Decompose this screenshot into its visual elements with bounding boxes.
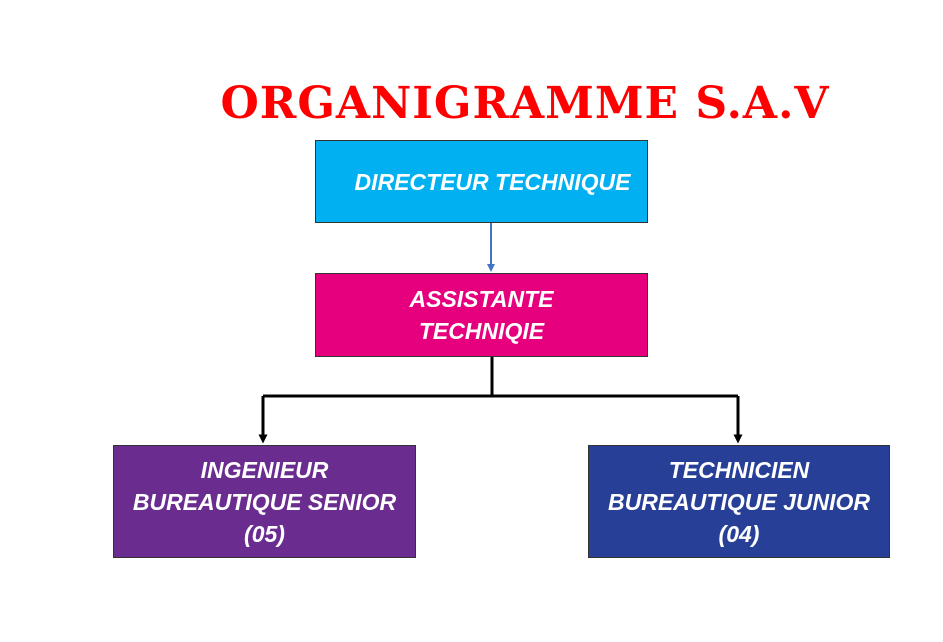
node-ingenieur-bureautique-senior: INGENIEUR BUREAUTIQUE SENIOR (05)	[113, 445, 416, 558]
node-label-line: BUREAUTIQUE SENIOR	[132, 488, 397, 515]
node-count: (04)	[718, 520, 760, 547]
node-label-line: INGENIEUR	[200, 456, 329, 483]
node-label-line: TECHNIQIE	[418, 318, 545, 344]
node-label-line: ASSISTANTE	[409, 286, 554, 312]
node-label-line: DIRECTEUR TECHNIQUE	[354, 168, 631, 195]
chart-title: ORGANIGRAMME S.A.V	[220, 78, 830, 129]
node-assistante-technique: ASSISTANTE TECHNIQIE	[315, 273, 648, 357]
node-label-line: BUREAUTIQUE JUNIOR	[608, 488, 870, 515]
node-directeur-technique: DIRECTEUR TECHNIQUE	[315, 140, 648, 223]
node-technicien-bureautique-junior: TECHNICIEN BUREAUTIQUE JUNIOR (04)	[588, 445, 890, 558]
node-label-line: TECHNICIEN	[668, 456, 810, 483]
connector-assistante-trunk	[263, 357, 738, 398]
node-count: (05)	[244, 520, 285, 547]
